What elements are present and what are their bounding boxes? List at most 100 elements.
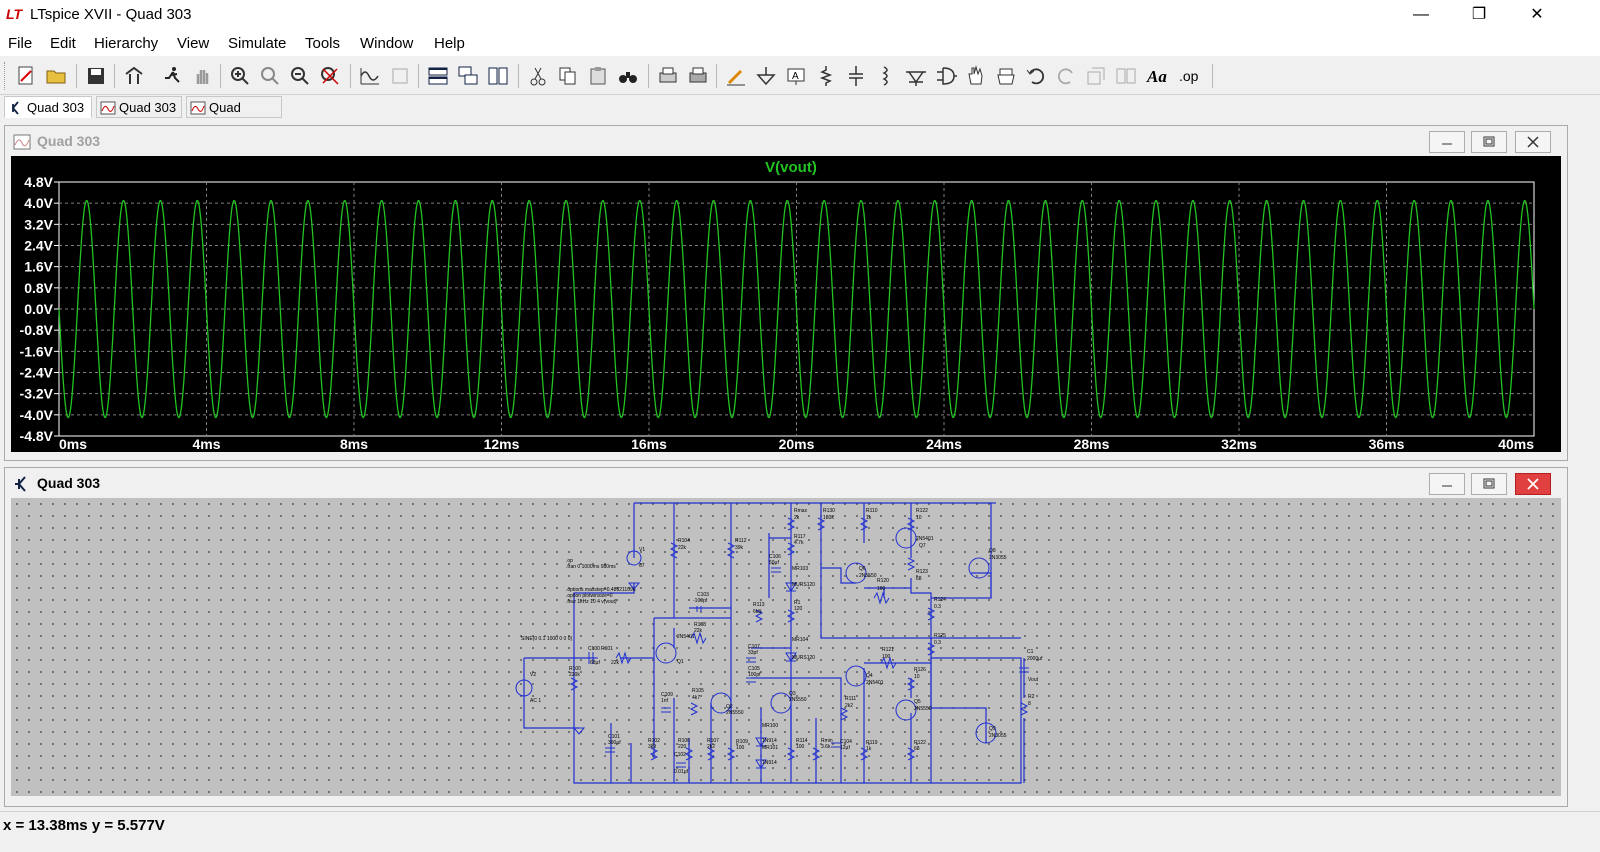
label-net-icon[interactable]: A: [784, 64, 808, 88]
tab-fft[interactable]: Quad 303.fft: [186, 96, 282, 137]
schematic-label: Q1: [677, 659, 684, 665]
schematic-label: 0.3: [934, 604, 941, 610]
schematic-label: R120: [877, 578, 889, 584]
move-icon[interactable]: [964, 64, 988, 88]
schematic-label: R104: [678, 538, 690, 544]
control-panel-icon[interactable]: [122, 64, 146, 88]
trace-vout[interactable]: [58, 199, 1535, 419]
print-setup-icon[interactable]: [656, 64, 680, 88]
tab-label: Quad 303: [27, 100, 85, 115]
draw-wire-icon[interactable]: [724, 64, 748, 88]
spice-directive-icon[interactable]: .op: [1178, 64, 1202, 88]
save-icon[interactable]: [84, 64, 108, 88]
schematic-label: 1nf: [661, 698, 669, 704]
schematic-canvas[interactable]: .op.tran 0 1000ms 980ms.options maxstep=…: [11, 498, 1561, 796]
minimize-button[interactable]: —: [1413, 6, 1429, 23]
menu-view[interactable]: View: [177, 35, 210, 52]
text-icon[interactable]: Aa: [1146, 64, 1170, 88]
schematic-label: MR103: [792, 566, 808, 572]
status-bar: x = 13.38ms y = 5.577V: [0, 811, 1600, 852]
schematic-label: R119: [866, 740, 878, 746]
schematic-label: C101: [608, 734, 620, 740]
paste-icon[interactable]: [586, 64, 610, 88]
zoom-in-icon[interactable]: [228, 64, 252, 88]
close-button[interactable]: ✕: [1530, 6, 1544, 23]
zoom-out-icon[interactable]: [288, 64, 312, 88]
resistor-icon[interactable]: [814, 64, 838, 88]
copy-icon[interactable]: [556, 64, 580, 88]
tile-horizontal-icon[interactable]: [426, 64, 450, 88]
schematic-label: Rmax: [794, 508, 808, 514]
component-icon[interactable]: [934, 64, 958, 88]
halt-icon[interactable]: [190, 64, 214, 88]
schematic-label: C105: [748, 666, 760, 672]
schematic-window-title: Quad 303: [37, 475, 101, 491]
schematic-label: 67: [639, 563, 645, 569]
tab-waveform[interactable]: Quad 303: [96, 96, 182, 118]
capacitor-icon[interactable]: [844, 64, 868, 88]
y-tick-label: 4.8V: [24, 174, 53, 190]
find-icon[interactable]: [616, 64, 640, 88]
undo-zoom-icon[interactable]: [388, 64, 412, 88]
waveform-maximize-button[interactable]: [1471, 131, 1507, 153]
schematic-window-titlebar[interactable]: Quad 303: [5, 468, 1567, 498]
redo-icon[interactable]: [1054, 64, 1078, 88]
mirror-icon[interactable]: [1114, 64, 1138, 88]
schematic-label: R125: [934, 633, 946, 639]
schematic-window: Quad 303: [4, 467, 1568, 807]
schematic-label: 120: [794, 606, 803, 612]
maximize-button[interactable]: ❐: [1471, 6, 1487, 23]
run-icon[interactable]: [160, 64, 184, 88]
diode-icon[interactable]: [904, 64, 928, 88]
inductor-icon[interactable]: [874, 64, 898, 88]
waveform-close-button[interactable]: [1515, 131, 1551, 153]
autorange-icon[interactable]: [358, 64, 382, 88]
waveform-window-titlebar[interactable]: Quad 303: [5, 126, 1567, 156]
print-icon[interactable]: [686, 64, 710, 88]
menu-edit[interactable]: Edit: [50, 35, 76, 52]
schematic-label: 33pf: [748, 650, 758, 656]
cascade-icon[interactable]: [456, 64, 480, 88]
drag-icon[interactable]: [994, 64, 1018, 88]
new-schematic-icon[interactable]: [14, 64, 38, 88]
menu-hierarchy[interactable]: Hierarchy: [94, 35, 159, 52]
schematic-close-button[interactable]: [1515, 473, 1551, 495]
cursor-readout: x = 13.38ms y = 5.577V: [3, 817, 165, 834]
schematic-label: 3.6k: [821, 744, 831, 750]
menu-simulate[interactable]: Simulate: [228, 35, 287, 52]
menu-window[interactable]: Window: [360, 35, 414, 52]
schematic-label: 2N5401: [866, 680, 884, 686]
schematic-label: 1k: [866, 746, 872, 752]
open-icon[interactable]: [44, 64, 68, 88]
chart-title: V(vout): [765, 159, 817, 176]
tab-schematic[interactable]: Quad 303: [4, 96, 92, 118]
schematic-label: 2N3055: [989, 555, 1007, 561]
schematic-drawing[interactable]: .op.tran 0 1000ms 980ms.options maxstep=…: [11, 498, 1561, 796]
schematic-label: 180k: [823, 515, 834, 521]
menu-tools[interactable]: Tools: [305, 35, 341, 52]
toolbar-grip[interactable]: [4, 62, 8, 90]
ground-icon[interactable]: [754, 64, 778, 88]
schematic-label: R100: [569, 666, 581, 672]
schematic-label: MR101: [762, 745, 778, 751]
zoom-fit-icon[interactable]: [318, 64, 342, 88]
undo-icon[interactable]: [1024, 64, 1048, 88]
tile-vertical-icon[interactable]: [486, 64, 510, 88]
cut-icon[interactable]: [526, 64, 550, 88]
rotate-icon[interactable]: [1084, 64, 1108, 88]
schematic-label: 1N914: [762, 738, 777, 744]
schematic-label: 22k: [694, 628, 703, 634]
menu-file[interactable]: File: [8, 35, 33, 52]
waveform-icon: [100, 101, 116, 115]
schematic-minimize-button[interactable]: [1429, 473, 1465, 495]
pan-icon[interactable]: [258, 64, 282, 88]
schematic-labels: .op.tran 0 1000ms 980ms.options maxstep=…: [521, 508, 1043, 775]
text-icon-label: Aa: [1146, 67, 1167, 86]
schematic-icon: [15, 476, 26, 492]
menu-help[interactable]: Help: [434, 35, 465, 52]
schematic-label: V1: [639, 547, 645, 553]
waveform-minimize-button[interactable]: [1429, 131, 1465, 153]
schematic-maximize-button[interactable]: [1471, 473, 1507, 495]
